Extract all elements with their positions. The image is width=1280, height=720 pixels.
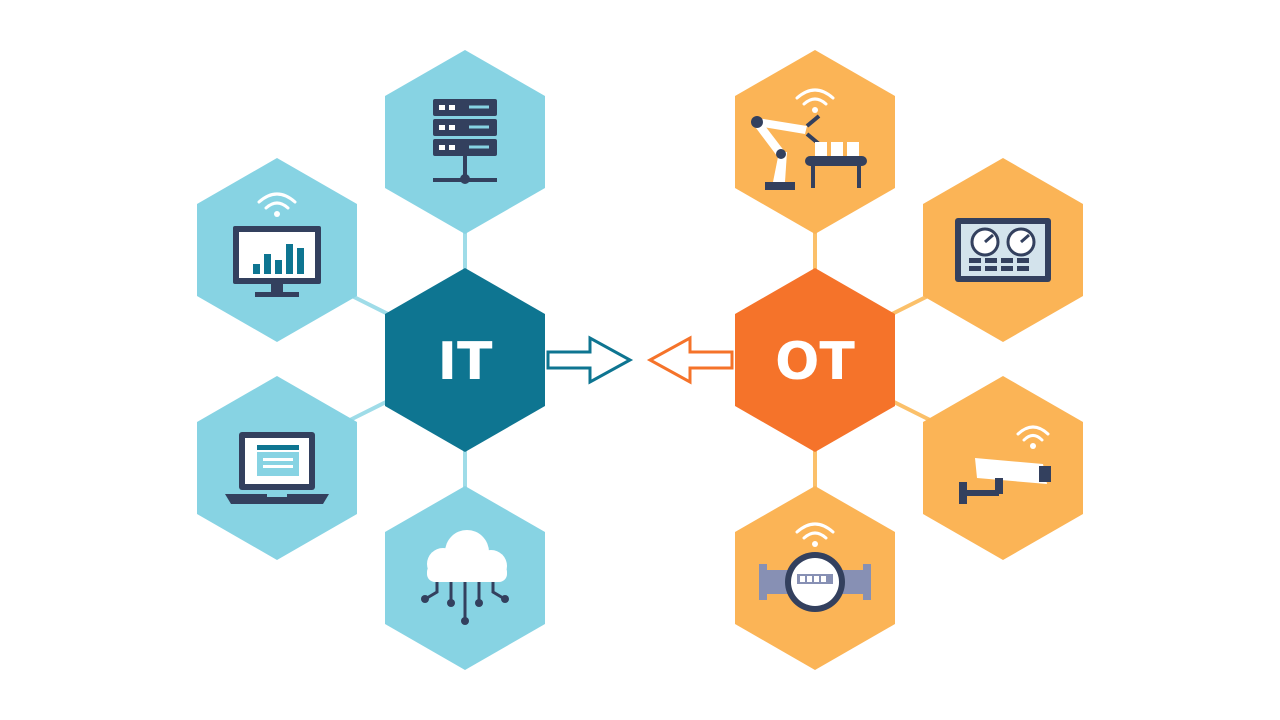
it-connector-lower-left bbox=[349, 398, 391, 422]
it-hub-label: IT bbox=[438, 332, 493, 392]
it-node-server bbox=[385, 50, 545, 234]
smart-water-meter-icon bbox=[759, 522, 871, 612]
ot-node-robotic-arm bbox=[735, 50, 895, 234]
it-connector-upper-left bbox=[349, 293, 391, 317]
it-node-monitor bbox=[197, 158, 357, 342]
ot-arrow bbox=[646, 335, 734, 385]
laptop-icon bbox=[225, 432, 329, 504]
cloud-network-icon bbox=[421, 530, 509, 625]
gauge-control-panel-icon bbox=[955, 218, 1051, 282]
it-node-cloud bbox=[385, 486, 545, 670]
ot-hub: OT bbox=[735, 268, 895, 452]
robotic-arm-conveyor-icon bbox=[751, 88, 867, 190]
security-camera-icon bbox=[959, 425, 1051, 504]
server-rack-icon bbox=[433, 99, 497, 184]
it-hub: IT bbox=[385, 268, 545, 452]
ot-connector-lower-right bbox=[889, 398, 931, 422]
it-arrow bbox=[546, 335, 634, 385]
ot-node-camera bbox=[923, 376, 1083, 560]
ot-hub-label: OT bbox=[775, 332, 855, 392]
ot-node-control-panel bbox=[923, 158, 1083, 342]
ot-connector-upper-right bbox=[889, 293, 931, 317]
ot-node-meter bbox=[735, 486, 895, 670]
it-node-laptop bbox=[197, 376, 357, 560]
analytics-monitor-icon bbox=[233, 192, 321, 297]
